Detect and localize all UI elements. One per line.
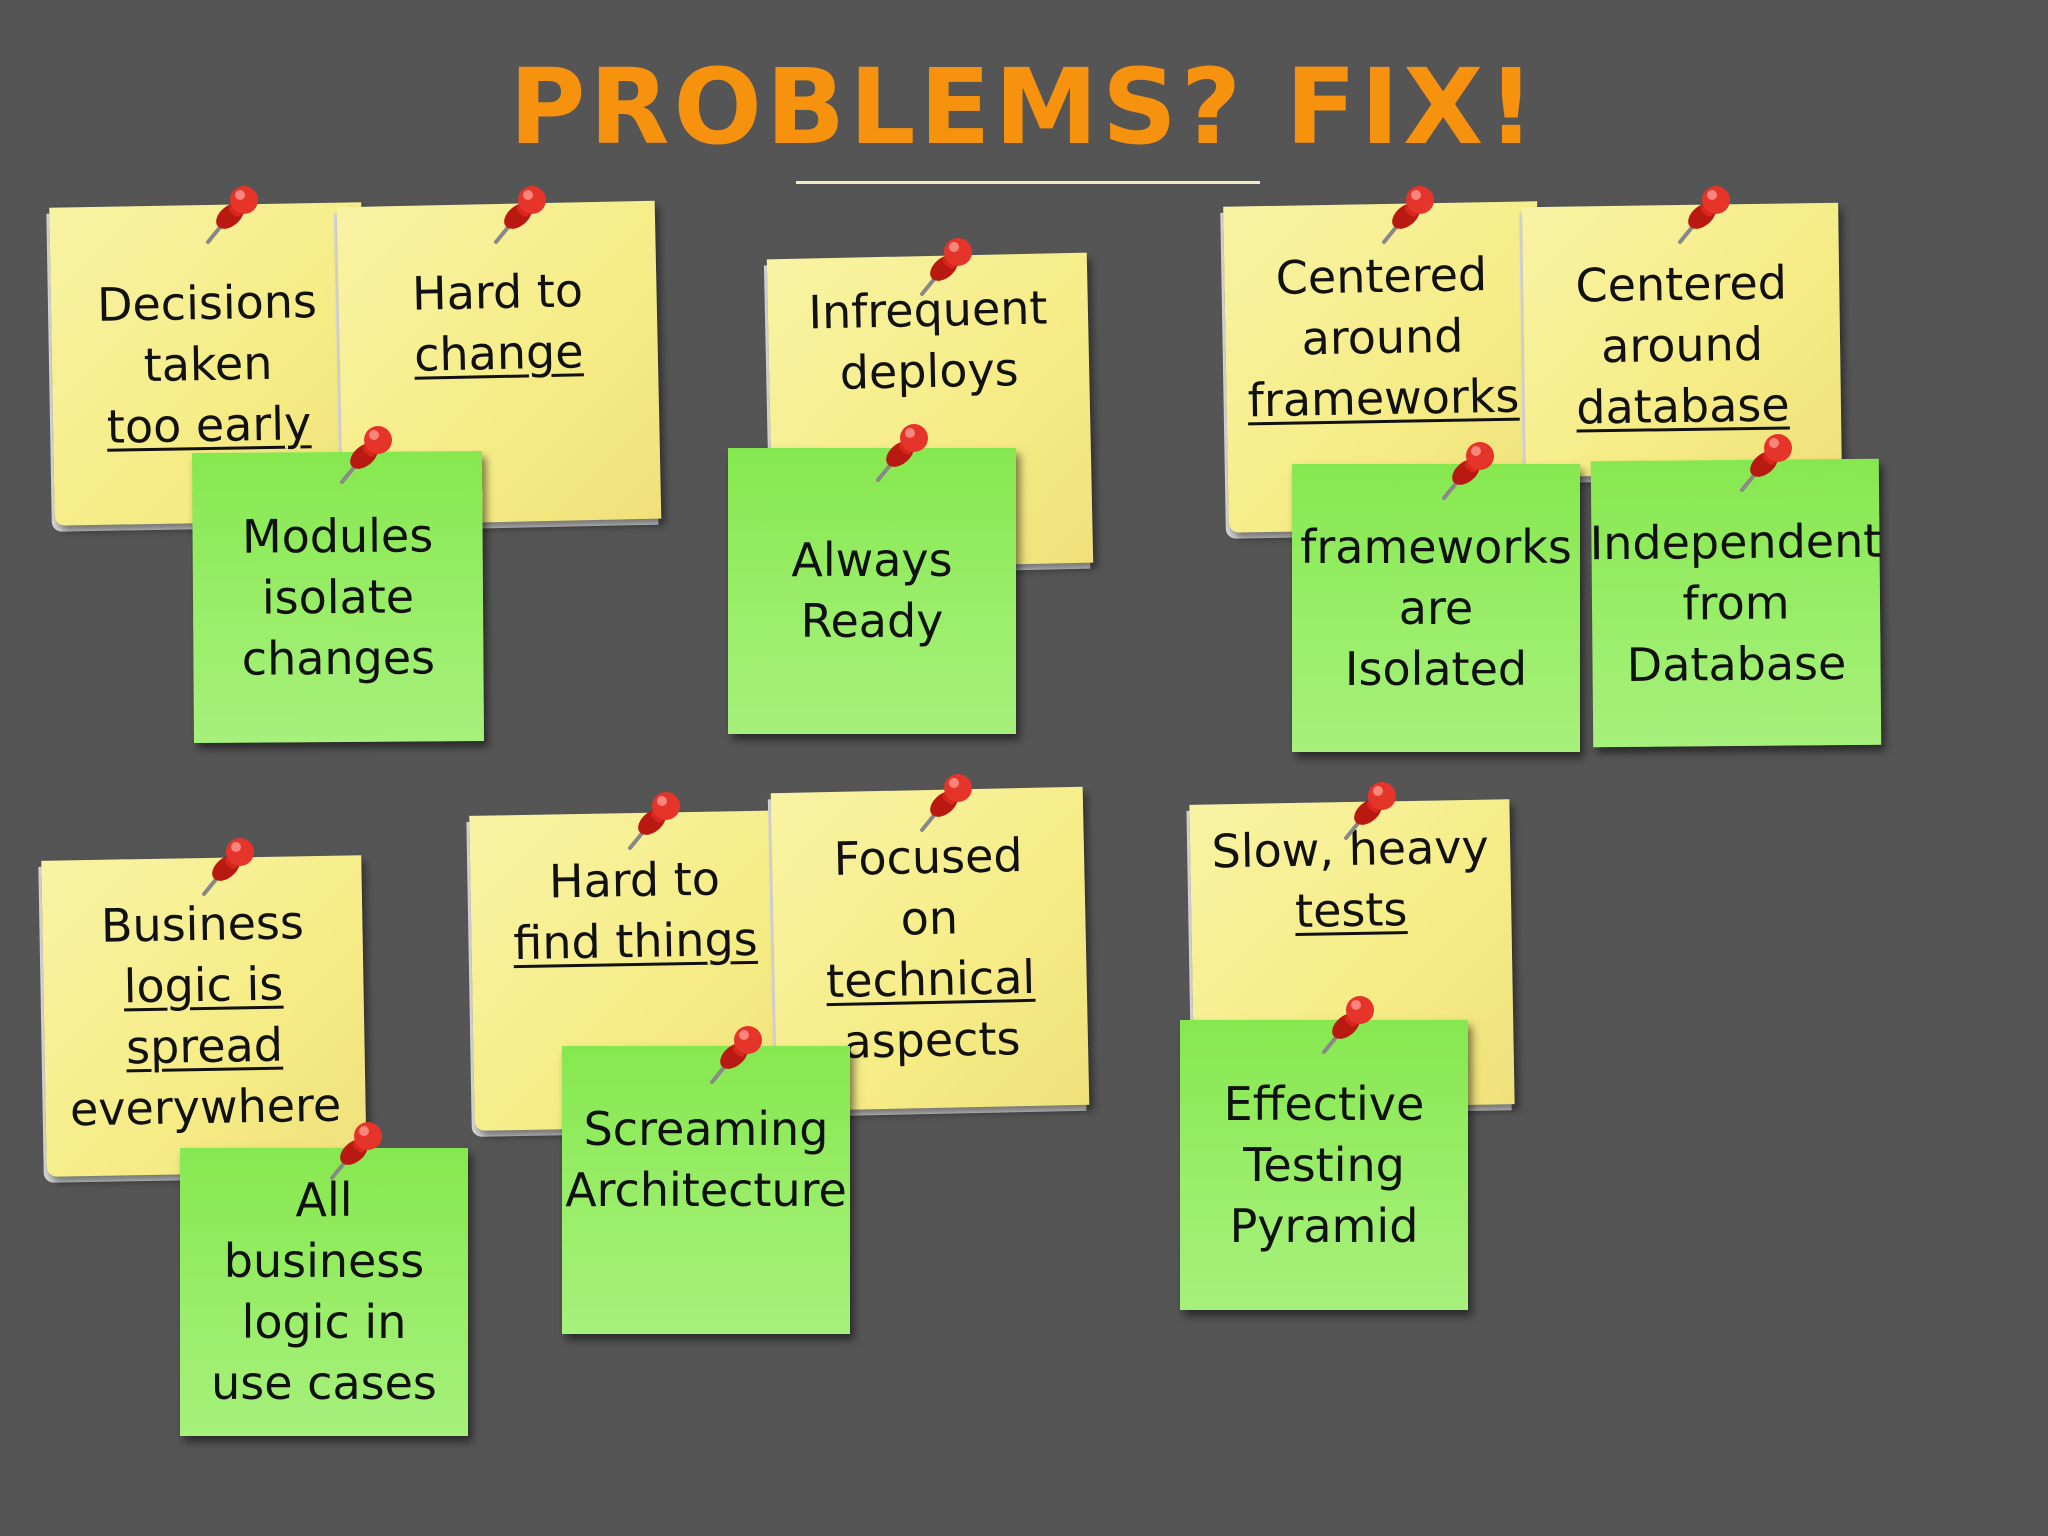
note-line: Effective: [1223, 1076, 1425, 1131]
pushpin-icon: [1334, 776, 1404, 846]
note-line: Independent: [1589, 513, 1882, 570]
page-title: PROBLEMS? FIX!: [509, 46, 1539, 168]
note-line: technical: [825, 949, 1036, 1009]
note-line: Hard to: [548, 851, 721, 909]
note-line: Centered: [1275, 246, 1488, 305]
note-line: from: [1682, 575, 1790, 630]
note-line: logic is: [123, 956, 284, 1014]
pushpin-icon: [910, 232, 980, 302]
note-line: Isolated: [1344, 641, 1528, 696]
note-line: deploys: [839, 342, 1020, 400]
fix-note: All business logic in use cases: [180, 1148, 468, 1436]
note-line: around: [1301, 308, 1464, 365]
note-line: change: [413, 324, 584, 382]
pushpin-icon: [192, 832, 262, 902]
note-line: everywhere: [69, 1077, 342, 1137]
note-line: aspects: [842, 1011, 1021, 1069]
note-line: spread: [125, 1017, 284, 1075]
title-underline: [796, 181, 1260, 184]
note-line: Screaming: [583, 1102, 829, 1156]
pushpin-icon: [866, 418, 936, 488]
pushpin-icon: [1730, 428, 1800, 498]
note-line: Testing: [1243, 1137, 1405, 1192]
note-line: are: [1398, 580, 1474, 635]
note-text: All business logic in use cases: [180, 1170, 468, 1414]
note-line: Decisions: [96, 273, 318, 332]
pushpin-icon: [196, 180, 266, 250]
note-line: Hard to: [411, 263, 584, 321]
note-line: Centered: [1575, 255, 1788, 312]
note-line: Pyramid: [1229, 1198, 1419, 1253]
pushpin-icon: [1372, 180, 1442, 250]
pushpin-icon: [320, 1116, 390, 1186]
pushpin-icon: [1668, 180, 1738, 250]
note-line: logic in: [241, 1295, 407, 1349]
note-line: use cases: [211, 1356, 437, 1410]
note-line: taken: [143, 335, 273, 392]
note-line: find things: [512, 911, 759, 970]
pushpin-icon: [700, 1020, 770, 1090]
note-line: Modules: [241, 507, 434, 564]
note-line: around: [1600, 316, 1764, 373]
note-line: Always: [791, 533, 953, 587]
note-line: Architecture: [565, 1163, 847, 1217]
note-line: Database: [1626, 635, 1847, 692]
note-line: Ready: [800, 594, 944, 648]
note-line: frameworks: [1300, 519, 1572, 574]
pushpin-icon: [1432, 436, 1502, 506]
pushpin-icon: [484, 180, 554, 250]
note-line: tests: [1294, 881, 1408, 938]
note-line: Business: [100, 895, 305, 953]
note-line: too early: [106, 395, 312, 454]
note-line: frameworks: [1247, 368, 1520, 427]
pushpin-icon: [1312, 990, 1382, 1060]
pushpin-icon: [330, 420, 400, 490]
note-line: isolate: [261, 568, 415, 625]
note-line: changes: [241, 629, 436, 686]
note-line: on: [900, 890, 959, 946]
pushpin-icon: [618, 786, 688, 856]
note-line: All business: [223, 1173, 425, 1288]
pushpin-icon: [910, 768, 980, 838]
note-line: database: [1575, 377, 1790, 434]
